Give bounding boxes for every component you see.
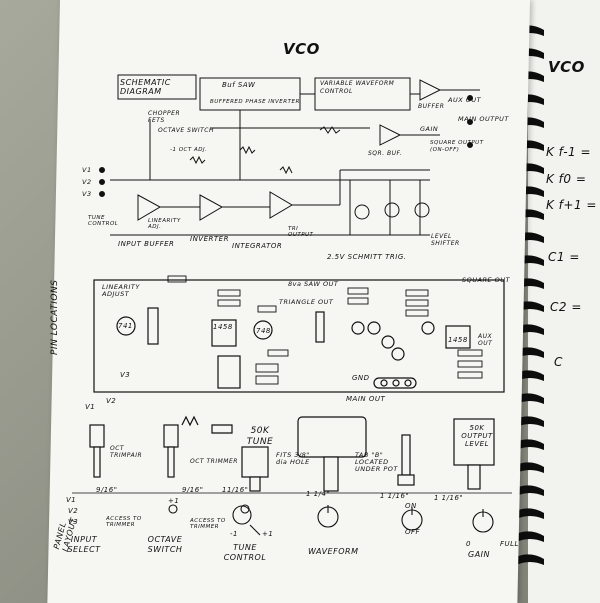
- controls-side-view: [72, 415, 512, 494]
- schematic-label: SCHEMATIC DIAGRAM: [120, 78, 171, 96]
- formula-c1: C1 =: [548, 250, 580, 264]
- board-outline: [93, 279, 505, 393]
- chopper-fets-label: CHOPPER FETS: [148, 110, 181, 124]
- board-v1: V1: [85, 403, 96, 411]
- binding-coil: [516, 347, 544, 358]
- input-select-label: INPUT SELECT: [67, 535, 101, 554]
- square-output-label: SQUARE OUTPUT (ON-OFF): [430, 140, 484, 153]
- formula-c: C: [554, 355, 563, 369]
- output-level-label: 50K OUTPUT LEVEL: [461, 424, 493, 448]
- ic-748-label: 748: [256, 327, 271, 335]
- gain-panel-label: GAIN: [468, 550, 491, 559]
- dim-2: 9/16": [182, 486, 204, 494]
- pin-locations-label: PIN LOCATIONS: [50, 279, 60, 355]
- saw-out-label: 8va SAW OUT: [288, 280, 339, 288]
- plus1-tune: +1: [262, 530, 274, 538]
- schematic-input-v2: V2: [82, 178, 92, 186]
- ic-1458-b: [445, 325, 471, 349]
- board-v2: V2: [106, 397, 117, 405]
- circuit-board: [93, 275, 505, 393]
- schematic-label-box: [117, 74, 197, 100]
- ic-1458-b-label: 1458: [448, 336, 468, 344]
- main-output-label: MAIN OUTPUT: [458, 115, 509, 123]
- input-buffer-label: INPUT BUFFER: [118, 240, 175, 248]
- ic-741-label: 741: [118, 322, 133, 330]
- ic-741: [116, 316, 136, 336]
- buffer-label: BUFFER: [418, 103, 445, 110]
- binding-coil: [516, 416, 544, 427]
- zero-label: 0: [466, 540, 471, 548]
- fits-hole-label: FITS 3/8" dia HOLE: [276, 451, 310, 466]
- oct-trimpair-label: OCT TRIMPAIR: [110, 445, 143, 459]
- aux-out-board-label: AUX OUT: [478, 333, 493, 347]
- triangle-out-label: TRIANGLE OUT: [279, 298, 334, 306]
- dim-6: 1 1/16": [434, 494, 464, 502]
- minus1-tune: -1: [230, 530, 238, 538]
- right-page-title: VCO: [548, 58, 585, 76]
- plus1-octave: +1: [168, 497, 180, 505]
- tune-control-panel-label: TUNE CONTROL: [223, 543, 267, 562]
- binding-coil: [516, 370, 544, 381]
- dim-4: 1 1/4": [306, 490, 331, 498]
- panel-v1: V1: [66, 496, 77, 504]
- schematic-input-v1: V1: [82, 166, 92, 174]
- board-v3: V3: [120, 371, 131, 379]
- tab-b-label: TAB "B" LOCATED UNDER POT: [355, 451, 398, 473]
- ic-1458-a-label: 1458: [213, 323, 233, 331]
- access-trimmer-label-2: ACCESS TO TRIMMER: [190, 518, 226, 530]
- octave-switch-panel-label: OCTAVE SWITCH: [147, 535, 183, 554]
- gain-label: GAIN: [420, 125, 439, 133]
- schematic-diagram: [99, 74, 480, 236]
- octave-switch-label: OCTAVE SWITCH: [158, 127, 215, 134]
- oct-adj-label: -1 OCT ADJ.: [170, 147, 208, 153]
- oct-trimmer-label: OCT TRIMMER: [190, 458, 238, 465]
- gnd-label: GND: [352, 374, 370, 382]
- binding-coil: [516, 554, 544, 565]
- schmitt-label: 2.5V SCHMITT TRIG.: [327, 253, 407, 261]
- linearity-adjust-label: LINEARITY ADJUST: [102, 283, 140, 298]
- binding-coil: [516, 485, 544, 496]
- tri-output-label: TRI OUTPUT: [288, 226, 314, 238]
- tune-knob-label: 50K TUNE: [246, 426, 274, 447]
- variable-waveform-label: VARIABLE WAVEFORM CONTROL: [320, 80, 395, 95]
- formula-f-plus1: K f+1 =: [546, 198, 597, 212]
- main-out-label: MAIN OUT: [346, 395, 386, 403]
- aux-out-label: AUX OUT: [448, 96, 482, 104]
- binding-coil: [516, 508, 544, 519]
- ic-1458-a: [211, 319, 237, 347]
- formula-f0: K f0 =: [546, 172, 587, 186]
- binding-coil: [516, 439, 544, 450]
- panel-layout-drawing: [168, 504, 494, 536]
- buf-saw-label: Buf SAW: [222, 81, 256, 89]
- formula-f-minus1: K f-1 =: [546, 145, 592, 159]
- panel-v2: V2: [68, 507, 79, 515]
- page-title: VCO: [283, 40, 320, 58]
- formula-c2: C2 =: [550, 300, 582, 314]
- dim-3: 11/16": [222, 486, 249, 494]
- on-label: ON: [405, 502, 417, 510]
- off-label: OFF: [405, 528, 421, 536]
- dim-5: 1 1/16": [380, 492, 410, 500]
- access-trimmer-label-1: ACCESS TO TRIMMER: [106, 516, 142, 528]
- waveform-label: WAVEFORM: [308, 547, 359, 556]
- schematic-input-v3: V3: [82, 190, 92, 198]
- panel-v3: V3: [68, 518, 79, 526]
- tune-control-label: TUNE CONTROL: [88, 215, 119, 227]
- linearity-adj-label: LINEARITY ADJ.: [148, 218, 181, 230]
- binding-coil: [516, 462, 544, 473]
- inverter-label: INVERTER: [190, 235, 229, 243]
- ic-748: [253, 320, 273, 340]
- level-shifter-label: LEVEL SHIFTER: [431, 233, 460, 247]
- binding-coil: [516, 531, 544, 542]
- square-out-label: SQUARE OUT: [462, 276, 510, 284]
- full-label: FULL: [500, 540, 519, 548]
- binding-coil: [516, 393, 544, 404]
- buf-saw-sub: BUFFERED PHASE INVERTER: [210, 99, 300, 105]
- integrator-label: INTEGRATOR: [232, 242, 283, 250]
- dim-1: 9/16": [96, 486, 118, 494]
- sqr-buf-label: SQR. BUF.: [368, 150, 403, 157]
